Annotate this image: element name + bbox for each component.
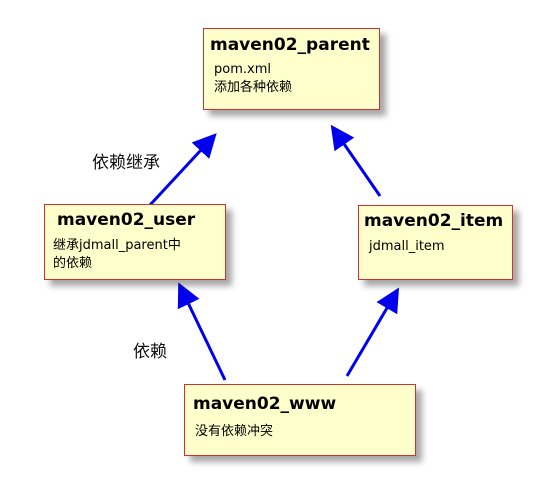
arrow-www-to-user (177, 282, 227, 381)
node-line: 添加各种依赖 (214, 80, 293, 95)
node-line: jdmall_item (369, 239, 445, 254)
node-maven02-parent: maven02_parent pom.xml 添加各种依赖 (203, 28, 380, 110)
label-depend: 依赖 (133, 342, 167, 362)
node-title: maven02_item (364, 211, 504, 231)
node-body: pom.xml 添加各种依赖 (214, 61, 292, 97)
node-body: jdmall_item (369, 238, 445, 256)
arrow-item-to-parent (330, 124, 382, 197)
node-line: 没有依赖冲突 (195, 424, 274, 439)
arrow-user-to-parent (148, 133, 217, 207)
node-maven02-item: maven02_item jdmall_item (358, 205, 513, 280)
label-inherit: 依赖继承 (92, 153, 160, 173)
node-body: 没有依赖冲突 (195, 423, 273, 441)
node-maven02-www: maven02_www 没有依赖冲突 (184, 384, 416, 456)
arrow-www-to-item (345, 287, 400, 377)
node-title: maven02_www (193, 394, 337, 414)
node-line: 的依赖 (53, 256, 93, 271)
node-maven02-user: maven02_user 继承jdmall_parent中 的依赖 (44, 204, 226, 280)
node-line: pom.xml (214, 62, 271, 77)
node-line: 继承jdmall_parent中 (53, 238, 181, 253)
node-body: 继承jdmall_parent中 的依赖 (53, 237, 181, 273)
node-title: maven02_parent (210, 35, 370, 55)
node-title: maven02_user (57, 210, 196, 230)
